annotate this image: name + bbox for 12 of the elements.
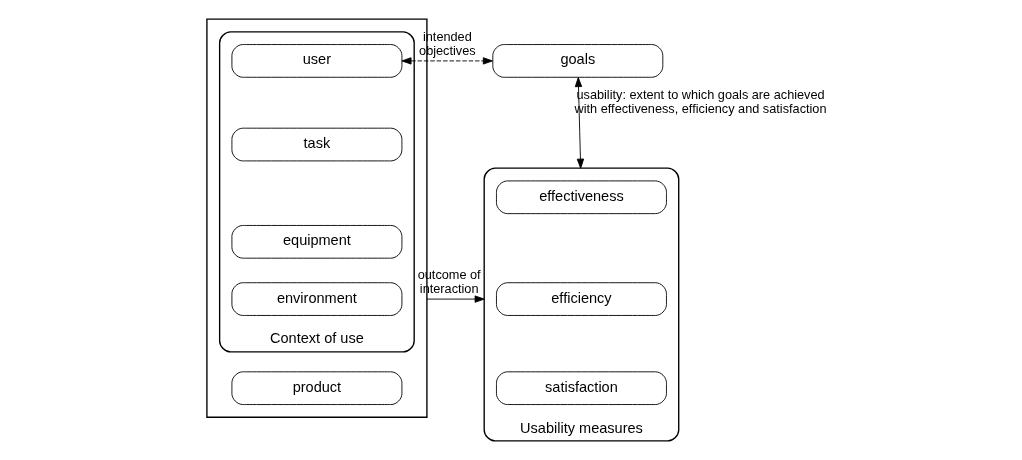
arrow xyxy=(401,57,493,65)
node-box: user xyxy=(231,44,403,78)
arrow xyxy=(574,77,585,169)
node-box: goals xyxy=(492,44,664,78)
node-box: task xyxy=(231,127,403,162)
node-box: equipment xyxy=(231,225,403,259)
node-box: product xyxy=(231,371,403,405)
node-box: effectiveness xyxy=(496,180,667,215)
node-box: satisfaction xyxy=(496,371,667,405)
arrow xyxy=(426,295,485,303)
node-box: efficiency xyxy=(496,282,667,316)
node-box: environment xyxy=(231,282,403,316)
